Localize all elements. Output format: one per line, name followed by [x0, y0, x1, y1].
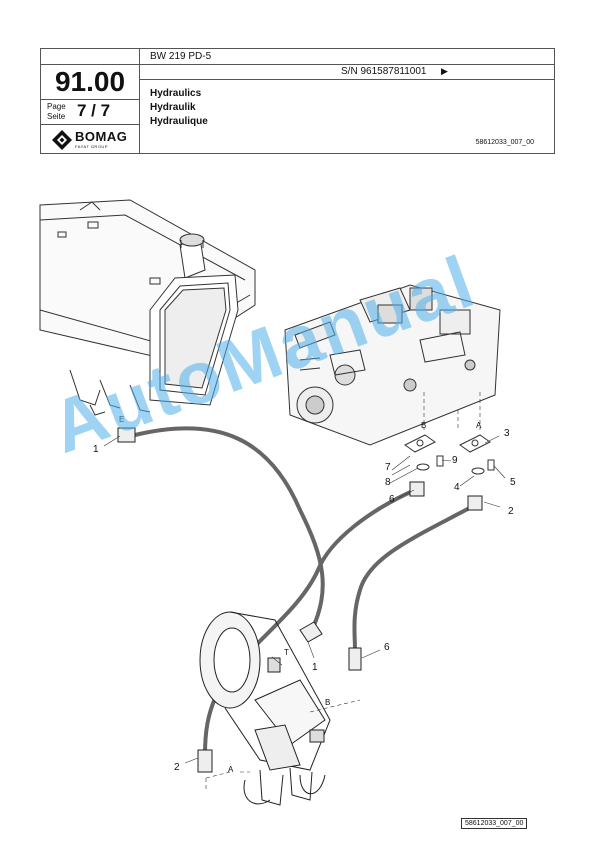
callout-4: 4 — [454, 482, 460, 493]
play-arrow-icon: ▶ — [441, 66, 448, 76]
page-number: 7 / 7 — [77, 101, 111, 120]
title-french: Hydraulique — [150, 116, 208, 127]
figure-id: 58612033_007_00 — [461, 818, 528, 829]
callout-3: 3 — [504, 428, 510, 439]
page-label-en: Page — [47, 102, 66, 111]
elbow-fitting-e — [117, 427, 136, 443]
callout-9: 9 — [452, 455, 458, 466]
page-label: Page Seite — [47, 102, 66, 122]
port-label-a-pump: A — [476, 421, 482, 430]
divider — [139, 79, 554, 80]
section-titles: Hydraulics Hydraulik Hydraulique — [150, 87, 208, 129]
callout-5: 5 — [510, 477, 516, 488]
title-german: Hydraulik — [150, 102, 196, 113]
drive-motor — [199, 611, 331, 806]
divider — [41, 124, 139, 125]
divider — [139, 64, 554, 65]
port-label-e: E — [119, 415, 124, 424]
hydraulic-pump — [284, 284, 501, 446]
callout-6-lower: 6 — [384, 642, 390, 653]
port-label-t: T — [284, 648, 289, 657]
port-label-b-motor: B — [325, 698, 330, 707]
port-label-a-motor: A — [228, 765, 234, 774]
callout-1-upper: 1 — [93, 444, 99, 455]
bomag-diamond-icon — [52, 130, 72, 150]
callout-2-lower: 2 — [174, 762, 180, 773]
header-block: BW 219 PD-5 S/N 961587811001 ▶ 91.00 Pag… — [40, 48, 555, 154]
page-label-de: Seite — [47, 112, 66, 121]
machine-model: BW 219 PD-5 — [150, 51, 212, 62]
hydraulic-diagram: 1 1 2 2 3 4 5 6 6 7 8 9 A B A B E T — [39, 199, 516, 806]
callout-6-upper: 6 — [389, 494, 395, 505]
section-number: 91.00 — [54, 66, 126, 97]
bomag-logo: BOMAG FAYAT GROUP — [51, 129, 135, 151]
logo-wordmark: BOMAG — [75, 129, 128, 144]
callout-7: 7 — [385, 462, 391, 473]
callout-8: 8 — [385, 477, 391, 488]
logo-subtitle: FAYAT GROUP — [75, 144, 108, 149]
flange-fittings — [404, 434, 495, 475]
divider — [139, 49, 140, 153]
port-label-b-pump: B — [421, 421, 426, 430]
hydraulic-hoses — [133, 426, 477, 757]
serial-number: S/N 961587811001 — [341, 66, 427, 77]
callout-2-upper: 2 — [508, 506, 514, 517]
title-english: Hydraulics — [150, 88, 202, 99]
divider — [41, 64, 139, 65]
divider — [41, 99, 139, 100]
document-id: 58612033_007_00 — [475, 139, 534, 146]
frame-assembly — [39, 199, 256, 416]
callout-1-lower: 1 — [312, 662, 318, 673]
fitting-1 — [299, 621, 323, 643]
